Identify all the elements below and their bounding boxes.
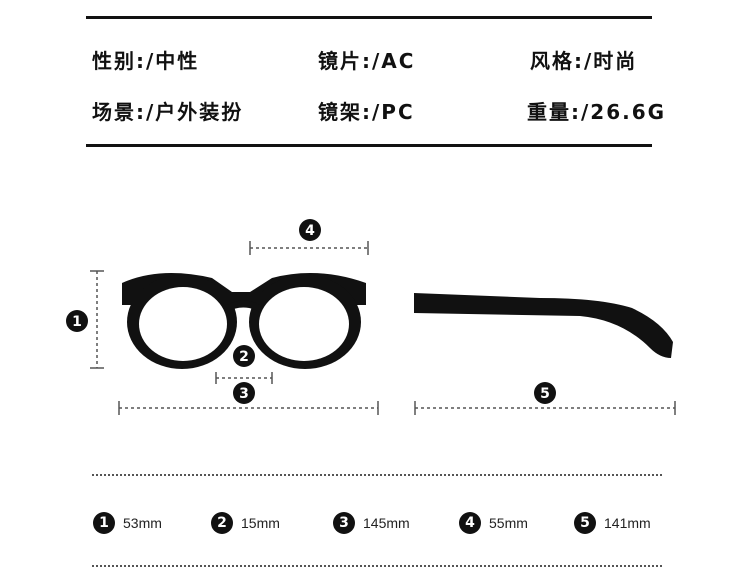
spec-style: 风格:/时尚 [530, 49, 638, 73]
spec-weight: 重量:/26.6G [527, 100, 667, 124]
marker-5-circle [534, 382, 556, 404]
temple-arm-icon [414, 293, 673, 358]
legend-value-3: 145mm [363, 515, 410, 531]
legend-badge-4: 4 [459, 512, 481, 534]
legend-item-1: 1 53mm [93, 511, 162, 535]
marker-5-label: 5 [540, 386, 550, 402]
spec-frame: 镜架:/PC [318, 100, 415, 124]
marker-2-circle [233, 345, 255, 367]
legend-badge-2: 2 [211, 512, 233, 534]
legend-badge-3: 3 [333, 512, 355, 534]
marker-2-label: 2 [239, 349, 249, 365]
marker-4-label: 4 [305, 223, 315, 239]
spec-scene: 场景:/户外装扮 [92, 100, 244, 124]
legend-value-4: 55mm [489, 515, 528, 531]
marker-1-label: 1 [72, 314, 82, 330]
marker-1-circle [66, 310, 88, 332]
marker-3-circle [233, 382, 255, 404]
legend-bottom-divider [92, 565, 662, 567]
legend-item-2: 2 15mm [211, 511, 280, 535]
spec-lens: 镜片:/AC [318, 49, 416, 73]
legend-value-1: 53mm [123, 515, 162, 531]
legend-value-2: 15mm [241, 515, 280, 531]
marker-3-label: 3 [239, 386, 249, 402]
spec-gender: 性别:/中性 [92, 49, 200, 73]
marker-4-circle [299, 219, 321, 241]
legend-badge-5: 5 [574, 512, 596, 534]
legend-item-5: 5 141mm [574, 511, 651, 535]
bottom-rule [86, 144, 652, 147]
legend-value-5: 141mm [604, 515, 651, 531]
legend-top-divider [92, 474, 662, 476]
top-rule [86, 16, 652, 19]
legend-item-3: 3 145mm [333, 511, 410, 535]
legend-badge-1: 1 [93, 512, 115, 534]
legend-item-4: 4 55mm [459, 511, 528, 535]
glasses-front-icon [122, 273, 366, 369]
